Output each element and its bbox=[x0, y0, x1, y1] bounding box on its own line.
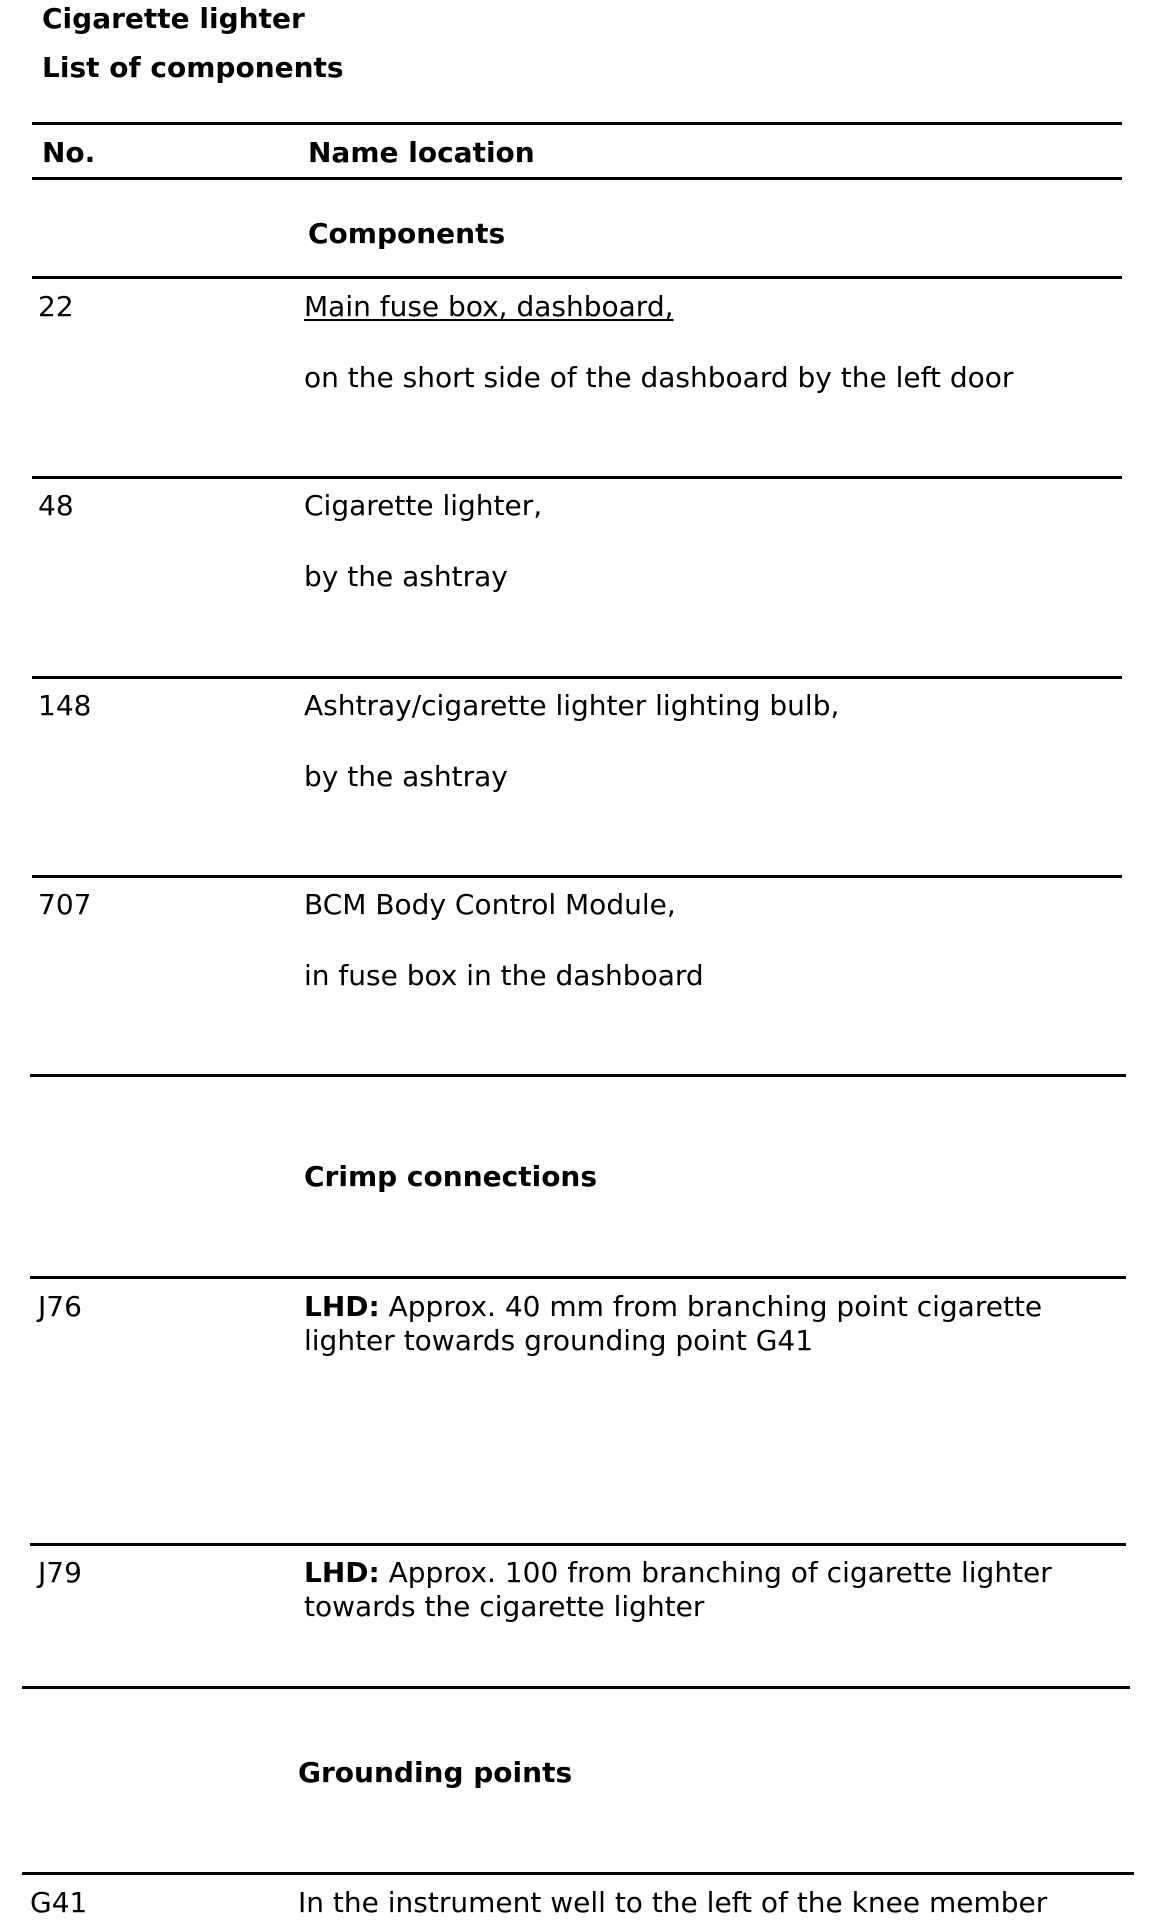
row-rule bbox=[32, 676, 1122, 679]
lhd-label: LHD: bbox=[304, 1290, 380, 1323]
row-rule bbox=[32, 875, 1122, 878]
row-rule bbox=[30, 1074, 1126, 1077]
page-title: Cigarette lighter bbox=[42, 2, 305, 35]
component-number: 148 bbox=[38, 689, 92, 722]
component-name: Main fuse box, dashboard, bbox=[304, 290, 674, 323]
component-name: BCM Body Control Module, bbox=[304, 888, 676, 921]
grounding-location: In the instrument well to the left of th… bbox=[298, 1886, 1048, 1919]
component-location: on the short side of the dashboard by th… bbox=[304, 361, 1014, 394]
table-header-rule bbox=[32, 177, 1122, 180]
component-name: Cigarette lighter, bbox=[304, 489, 543, 522]
lhd-label: LHD: bbox=[304, 1556, 380, 1589]
grounding-number: G41 bbox=[30, 1886, 88, 1919]
crimp-location: LHD: Approx. 40 mm from branching point … bbox=[304, 1290, 1104, 1358]
row-rule bbox=[32, 476, 1122, 479]
crimp-location-text: Approx. 40 mm from branching point cigar… bbox=[304, 1290, 1043, 1357]
row-rule bbox=[30, 1543, 1126, 1546]
crimp-number: J79 bbox=[38, 1556, 82, 1589]
section-rule bbox=[22, 1872, 1134, 1875]
section-rule bbox=[32, 276, 1122, 279]
component-location: by the ashtray bbox=[304, 560, 508, 593]
component-number: 707 bbox=[38, 888, 92, 921]
crimp-location: LHD: Approx. 100 from branching of cigar… bbox=[304, 1556, 1104, 1624]
row-rule bbox=[22, 1686, 1130, 1689]
table-top-rule bbox=[32, 122, 1122, 125]
component-number: 22 bbox=[38, 290, 74, 323]
component-location: in fuse box in the dashboard bbox=[304, 959, 704, 992]
column-header-name-location: Name location bbox=[308, 136, 535, 169]
component-number: 48 bbox=[38, 489, 74, 522]
component-location: by the ashtray bbox=[304, 760, 508, 793]
crimp-number: J76 bbox=[38, 1290, 82, 1323]
column-header-no: No. bbox=[42, 136, 96, 169]
page-subtitle: List of components bbox=[42, 51, 344, 84]
section-heading-components: Components bbox=[308, 217, 506, 250]
crimp-location-text: Approx. 100 from branching of cigarette … bbox=[304, 1556, 1052, 1623]
component-name: Ashtray/cigarette lighter lighting bulb, bbox=[304, 689, 840, 722]
section-rule bbox=[30, 1276, 1126, 1279]
section-heading-crimp-connections: Crimp connections bbox=[304, 1160, 598, 1193]
section-heading-grounding-points: Grounding points bbox=[298, 1756, 573, 1789]
